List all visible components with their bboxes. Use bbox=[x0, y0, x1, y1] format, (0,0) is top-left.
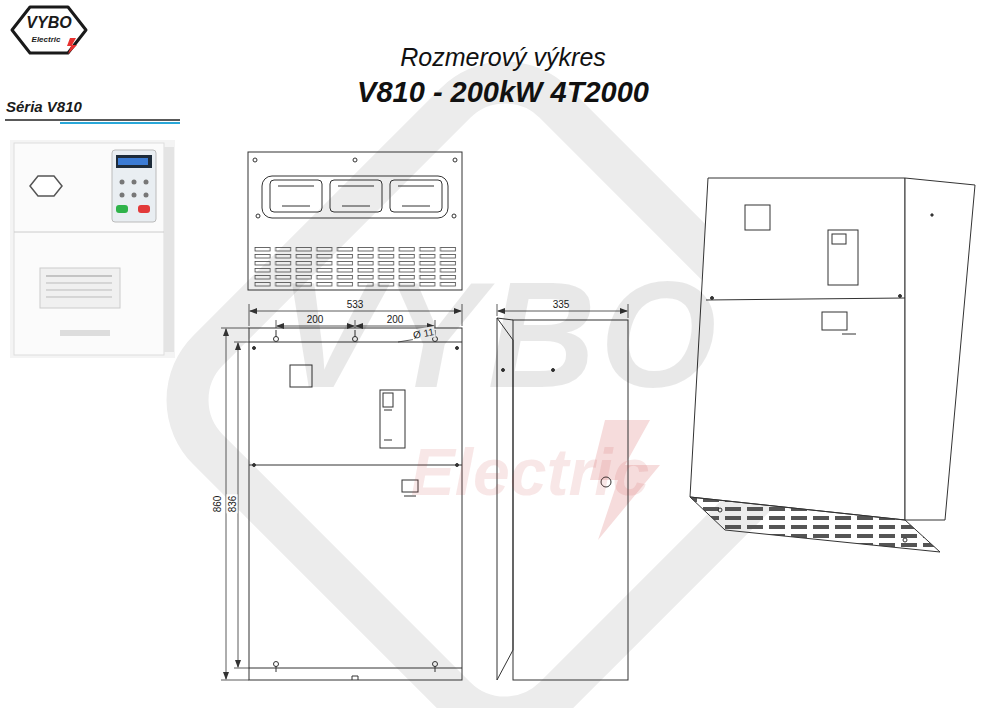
product-photo bbox=[10, 140, 175, 358]
dimension-value: 860 bbox=[212, 495, 223, 514]
logo-subword: Electric bbox=[32, 36, 61, 45]
watermark: VYBO bbox=[279, 253, 720, 418]
underline-accent bbox=[60, 122, 180, 124]
isometric-view bbox=[690, 178, 975, 552]
drawing-title: Rozmerový výkres bbox=[400, 44, 606, 72]
logo-word: VYBO bbox=[26, 14, 71, 32]
watermark: Electric bbox=[411, 436, 649, 509]
series-name: Séria V810 bbox=[6, 99, 82, 116]
dimension-value: 836 bbox=[227, 495, 238, 514]
logo-badge bbox=[12, 7, 86, 54]
model-title: V810 - 200kW 4T2000 bbox=[357, 77, 649, 109]
underline bbox=[5, 119, 180, 121]
